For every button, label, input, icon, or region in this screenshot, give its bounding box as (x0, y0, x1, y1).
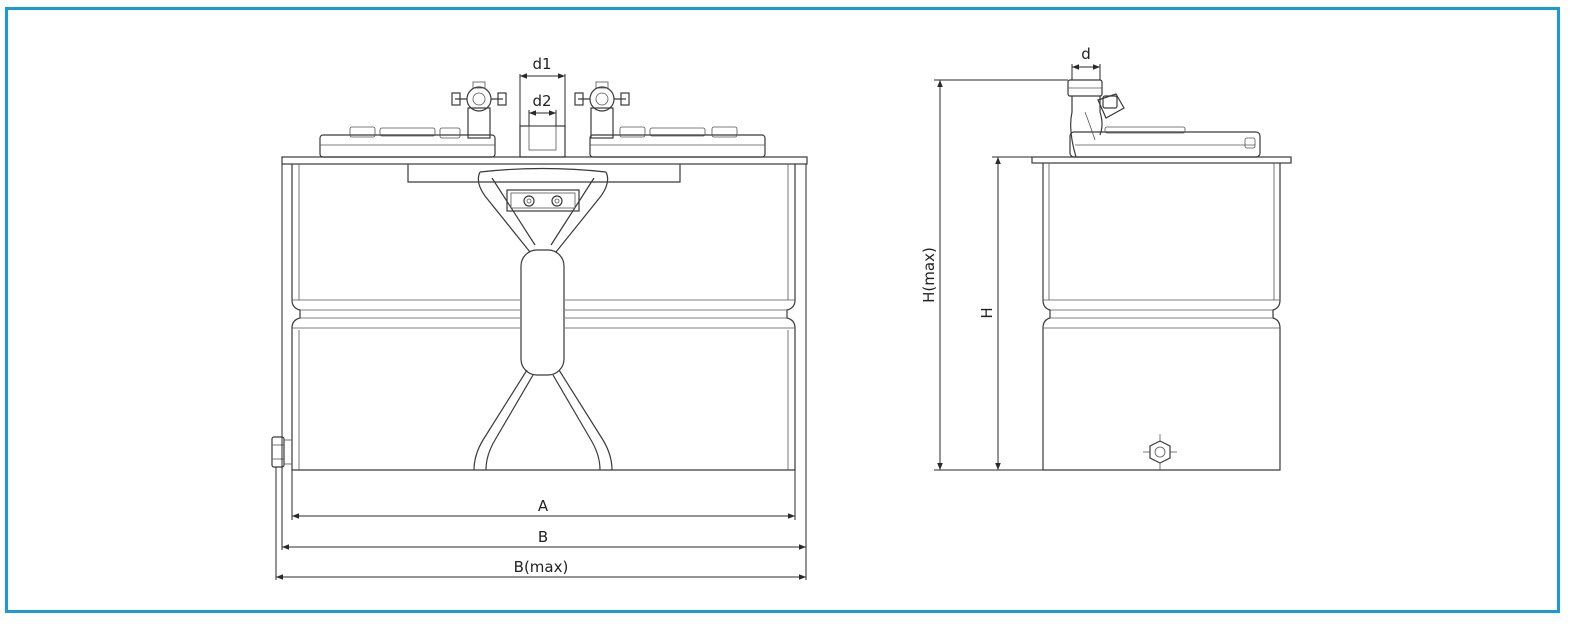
dim-label-B-max: B(max) (514, 558, 569, 576)
dim-label-d2: d2 (532, 92, 551, 110)
front-cover-right (589, 134, 766, 158)
dim-label-A: A (538, 497, 549, 515)
side-inlet-pipe (1067, 79, 1125, 158)
side-drain-icon (1143, 434, 1177, 470)
side-view: d H(max) H (920, 45, 1292, 471)
front-control-panel (506, 189, 580, 212)
dim-label-H-max: H(max) (920, 247, 938, 303)
front-outlet-pipe (519, 125, 566, 158)
left-inlet-clamp (451, 81, 507, 139)
front-view: d1 d2 A B B(max) (271, 55, 808, 580)
front-side-fitting (271, 436, 285, 468)
front-tank-body (291, 164, 796, 471)
dim-label-d1: d1 (532, 55, 551, 73)
indicator-light-icon (551, 195, 563, 207)
front-handle-grip (520, 249, 565, 376)
front-lid-plate (281, 156, 808, 165)
indicator-light-icon (523, 195, 535, 207)
front-cover-left (319, 134, 496, 158)
dim-label-B: B (538, 528, 548, 546)
side-lid-plate (1031, 156, 1292, 164)
diagram-frame (5, 7, 1560, 613)
side-tank-body (1042, 163, 1281, 471)
side-cover (1069, 131, 1261, 158)
dim-label-H: H (978, 307, 996, 318)
front-lid-skirt (407, 164, 681, 183)
right-inlet-clamp (574, 81, 630, 139)
dim-label-d: d (1081, 45, 1091, 63)
